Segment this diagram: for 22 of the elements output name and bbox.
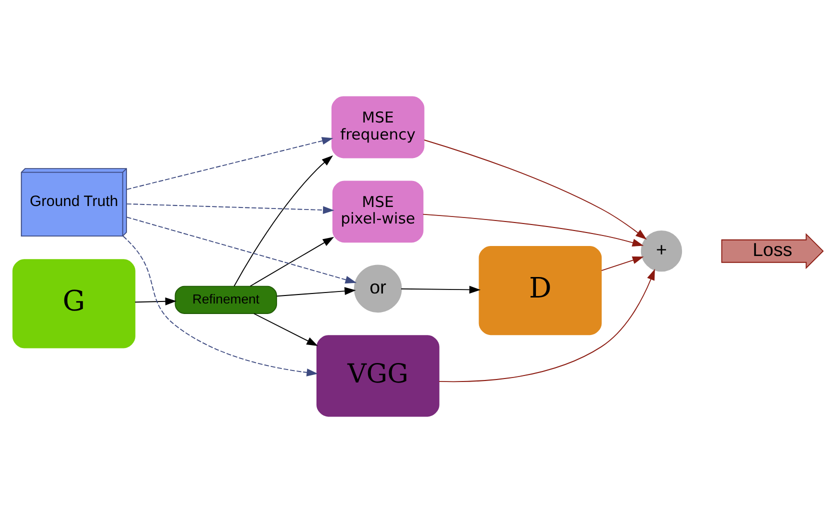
arrow xyxy=(126,216,357,284)
arrow xyxy=(134,297,177,306)
node-box: D xyxy=(478,246,602,336)
node-box: MSE pixel-wise xyxy=(332,180,424,243)
arrow xyxy=(250,236,334,287)
arrow xyxy=(422,214,644,246)
arrow xyxy=(438,268,655,382)
arrow xyxy=(400,286,481,294)
node-circle: + xyxy=(640,230,682,272)
node-box: G xyxy=(12,259,136,348)
arrow xyxy=(126,137,334,190)
arrow xyxy=(601,256,644,272)
node-circle: or xyxy=(354,264,402,313)
arrow xyxy=(234,155,334,287)
arrow xyxy=(424,140,647,240)
node-box: VGG xyxy=(316,335,440,417)
arrow xyxy=(122,236,318,376)
node-box: Refinement xyxy=(174,286,278,314)
arrow xyxy=(276,287,356,297)
node-box: MSE frequency xyxy=(331,96,424,158)
arrow xyxy=(254,313,318,346)
arrow xyxy=(126,203,334,214)
